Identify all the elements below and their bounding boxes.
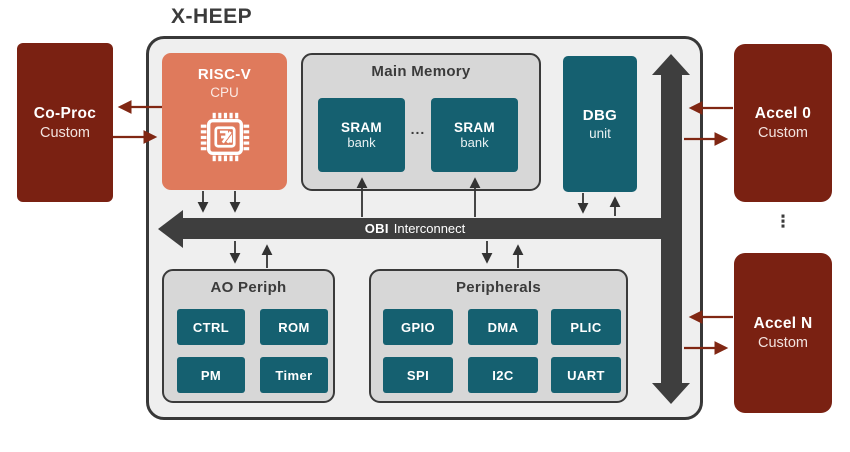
peripherals-title: Peripherals — [455, 279, 541, 296]
obi-label-bold: OBI — [364, 221, 389, 236]
sram-1-name: SRAM — [454, 120, 495, 135]
dbg-name: DBG — [582, 107, 618, 124]
ao-block-ctrl: CTRL — [177, 309, 245, 345]
ao-periph-title: AO Periph — [210, 279, 287, 296]
periph-block-uart: UART — [551, 357, 621, 393]
periph-block-spi: SPI — [383, 357, 453, 393]
acceln-subtitle: Custom — [758, 335, 808, 351]
accel0-block: Accel 0 Custom — [734, 44, 832, 202]
ao-block-pm: PM — [177, 357, 245, 393]
ao-block-timer: Timer — [260, 357, 328, 393]
coproc-subtitle: Custom — [40, 124, 90, 141]
bus-arrowhead-left-icon — [158, 210, 183, 248]
memory-ellipsis: ... — [410, 121, 426, 137]
riscv-chip-icon — [200, 112, 249, 162]
obi-label-rest: Interconnect — [393, 221, 466, 236]
bus-arrowhead-down-icon — [652, 383, 690, 404]
accel0-subtitle: Custom — [758, 125, 808, 141]
sram-bank-0: SRAM bank — [318, 98, 405, 172]
riscv-cpu-block: RISC-V CPU — [162, 53, 287, 190]
diagram-title: X-HEEP — [171, 5, 253, 28]
periph-block-i2c: I2C — [468, 357, 538, 393]
sram-bank-1: SRAM bank — [431, 98, 518, 172]
sram-0-name: SRAM — [341, 120, 382, 135]
coproc-name: Co-Proc — [33, 104, 97, 122]
bus-arrowhead-up-icon — [652, 54, 690, 75]
dbg-unit-block: DBG unit — [563, 56, 637, 192]
obi-interconnect-vertical-bus — [661, 73, 682, 384]
acceln-name: Accel N — [753, 315, 813, 332]
periph-block-dma: DMA — [468, 309, 538, 345]
main-memory-title: Main Memory — [371, 63, 471, 80]
periph-block-gpio: GPIO — [383, 309, 453, 345]
accel0-name: Accel 0 — [754, 105, 812, 122]
cpu-name: RISC-V — [197, 66, 252, 83]
coproc-block: Co-Proc Custom — [17, 43, 113, 202]
periph-block-plic: PLIC — [551, 309, 621, 345]
cpu-subtitle: CPU — [210, 85, 239, 100]
obi-interconnect-label: OBI Interconnect — [180, 218, 650, 239]
sram-0-subtitle: bank — [347, 135, 376, 150]
sram-1-subtitle: bank — [460, 135, 489, 150]
acceln-block: Accel N Custom — [734, 253, 832, 413]
dbg-subtitle: unit — [589, 126, 611, 141]
ao-block-rom: ROM — [260, 309, 328, 345]
accel-ellipsis: ⋮ — [774, 212, 792, 231]
obi-interconnect-horizontal-bus — [180, 218, 682, 239]
